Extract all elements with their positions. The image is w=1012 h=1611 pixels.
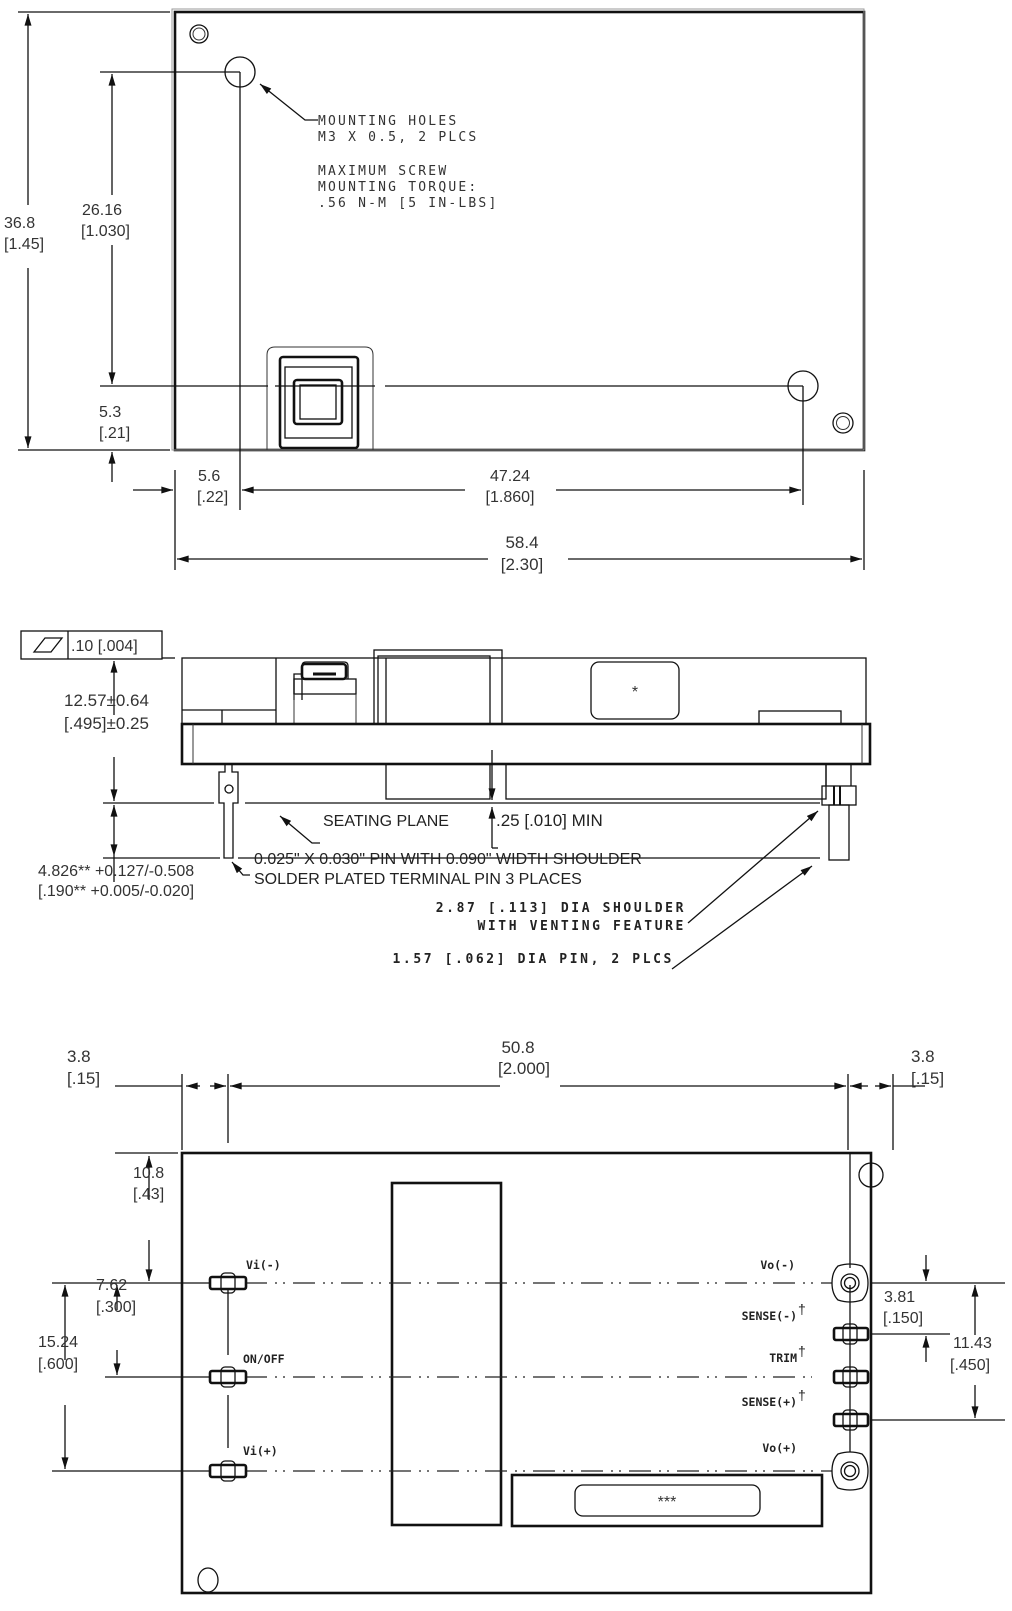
dim-sense-span-in: [.450] (950, 1357, 990, 1374)
dim-sense-pitch-in: [.150] (883, 1310, 923, 1327)
top-view (18, 8, 866, 570)
side-view: * (20, 630, 872, 970)
dim-left-margin-mm: 3.8 (67, 1047, 91, 1066)
dagger-sense-minus: † (798, 1301, 806, 1317)
pin-sense-plus (832, 1409, 870, 1431)
pin-label-vo-plus: Vo(+) (762, 1441, 797, 1455)
dim-hole-spacing-v-in: [1.030] (81, 223, 130, 240)
dagger-trim: † (798, 1343, 806, 1359)
pin-label-sense-minus: SENSE(-) (742, 1309, 797, 1323)
pin-label-on-off: ON/OFF (243, 1352, 285, 1366)
dim-pin-length-mm: 4.826** +0.127/-0.508 (38, 863, 194, 880)
dim-left-margin-in: [.15] (67, 1069, 100, 1088)
dim-hole-offset-h-in: [.22] (197, 489, 228, 506)
shoulder-note-line2: WITH VENTING FEATURE (477, 919, 686, 934)
pcb-side (180, 722, 872, 766)
dim-right-margin-mm: 3.8 (911, 1047, 935, 1066)
callout-mounting-line2: M3 X 0.5, 2 PLCS (318, 130, 478, 145)
pin-note-line2: SOLDER PLATED TERMINAL PIN 3 PLACES (254, 871, 582, 888)
label-area (574, 1484, 761, 1517)
dim-pin-span-in-in: [.600] (38, 1356, 78, 1373)
board-outline-top (173, 10, 866, 452)
dim-pin-pitch-mm: 7.62 (96, 1277, 127, 1294)
dim-top-to-pin-in: [.43] (133, 1186, 164, 1203)
pin-vi-plus (208, 1460, 248, 1482)
dim-right-margin-in: [.15] (911, 1069, 944, 1088)
dim-pin-span-in: [2.000] (498, 1059, 550, 1078)
module-body-side (181, 657, 867, 725)
flatness-frame (20, 630, 163, 660)
pin-vo-minus (831, 1263, 869, 1303)
pin-vo-plus (831, 1451, 869, 1491)
flatness-value: .10 [.004] (71, 638, 138, 655)
seating-plane-label: SEATING PLANE (323, 813, 449, 830)
pin-label-vo-minus: Vo(-) (760, 1258, 795, 1272)
callout-torque-line1: MAXIMUM SCREW (318, 164, 448, 179)
dim-pin-length-in: [.190** +0.005/-0.020] (38, 883, 194, 900)
pin-sense-minus (832, 1323, 870, 1345)
side-view-labels: .10 [.004] 12.57±0.64 [.495]±0.25 4.826*… (38, 638, 686, 967)
bottom-view: *** (52, 1074, 1005, 1595)
component-star (590, 661, 680, 720)
dim-hole-offset-v-mm: 5.3 (99, 404, 121, 421)
dia-pin-note: 1.57 [.062] DIA PIN, 2 PLCS (392, 952, 674, 967)
dim-height-mm: 36.8 (4, 215, 35, 232)
dim-pin-pitch-in: [.300] (96, 1299, 136, 1316)
terminal-pin (218, 764, 239, 859)
dim-width-mm: 58.4 (505, 533, 538, 552)
flatness-icon (32, 637, 64, 653)
dim-sense-span-mm: 11.43 (953, 1335, 992, 1352)
pin-label-vi-plus: Vi(+) (243, 1444, 278, 1458)
dim-pin-span-in-mm: 15.24 (38, 1334, 78, 1351)
corner-hole-icon (189, 24, 209, 44)
dim-module-height-mm: 12.57±0.64 (64, 691, 149, 710)
dim-hole-offset-h-mm: 5.6 (198, 468, 220, 485)
dim-module-height-in: [.495]±0.25 (64, 714, 149, 733)
pin-label-trim: TRIM (769, 1351, 797, 1365)
callout-torque-line2: MOUNTING TORQUE: (318, 180, 478, 195)
dim-hole-spacing-h-in: [1.860] (486, 489, 535, 506)
corner-hole-icon (832, 412, 854, 434)
bottom-view-labels: 3.8 [.15] 3.8 [.15] 50.8 [2.000] 10.8 [.… (38, 1038, 992, 1458)
callout-mounting-line1: MOUNTING HOLES (318, 114, 458, 129)
dim-hole-spacing-h-mm: 47.24 (490, 468, 530, 485)
corner-hole-icon (197, 1567, 219, 1593)
corner-hole-icon (858, 1162, 884, 1188)
pin-trim (832, 1366, 870, 1388)
dim-hole-offset-v-in: [.21] (99, 425, 130, 442)
pin-note-line1: 0.025" X 0.030" PIN WITH 0.090" WIDTH SH… (254, 851, 642, 868)
shoulder-note-line1: 2.87 [.113] DIA SHOULDER (436, 901, 686, 916)
top-view-labels: MOUNTING HOLES M3 X 0.5, 2 PLCS MAXIMUM … (4, 114, 543, 574)
component-star-mark: * (632, 684, 638, 701)
dim-sense-pitch-mm: 3.81 (884, 1289, 915, 1306)
connector-body (278, 355, 360, 450)
callout-torque-line3: .56 N-M [5 IN-LBS] (318, 196, 498, 211)
board-outline-bottom (180, 1151, 873, 1595)
connector-outline (266, 346, 374, 450)
dim-hole-spacing-v-mm: 26.16 (82, 202, 122, 219)
dim-width-in: [2.30] (501, 555, 544, 574)
dim-pin-span-mm: 50.8 (501, 1038, 534, 1057)
pin-label-vi-minus: Vi(-) (246, 1258, 281, 1272)
dagger-sense-plus: † (798, 1387, 806, 1403)
dim-top-to-pin-mm: 10.8 (133, 1165, 164, 1182)
label-mark: *** (658, 1494, 677, 1511)
pin-label-sense-plus: SENSE(+) (742, 1395, 797, 1409)
pin-vi-minus (208, 1272, 248, 1294)
dim-height-in: [1.45] (4, 236, 44, 253)
pin-on-off (208, 1366, 248, 1388)
clearance-label: .25 [.010] MIN (496, 811, 603, 830)
